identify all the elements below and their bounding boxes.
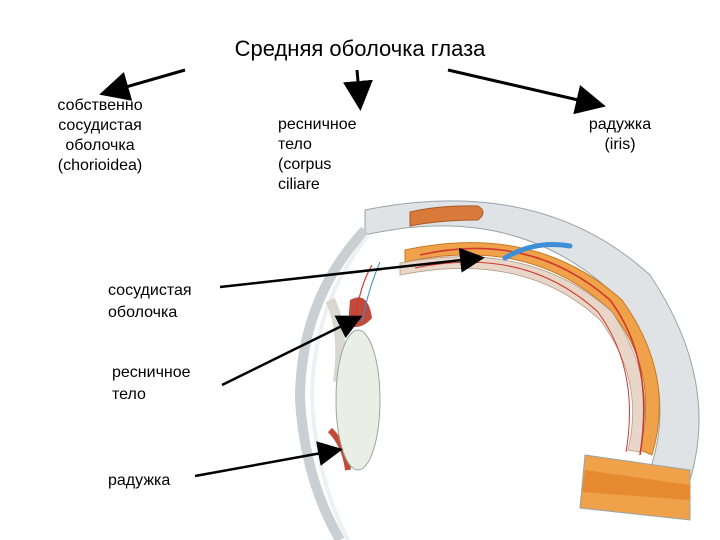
branch-label-ciliary-body: ресничное тело (corpus ciliare [278,116,357,193]
arrow-vascular [219,247,485,289]
ciliary-body [348,297,372,327]
side-arrows [194,247,485,478]
arrow-to-iris [447,68,606,115]
arrow-to-ciliary-body [343,69,373,111]
eye-illustration [294,200,700,540]
lens [335,329,381,471]
arrow-ciliary [221,315,363,387]
branch-label-chorioidea: собственно сосудистая оболочка (chorioid… [57,97,143,174]
title-arrows [99,68,606,115]
side-label-ciliary-body: ресничное тело [112,364,191,403]
arrow-to-chorioidea [99,68,186,101]
side-label-vascular-layer: сосудистая оболочка [108,282,192,321]
branch-label-iris: радужка (iris) [588,116,652,153]
choroid-layer [404,242,660,456]
diagram-title: Средняя оболочка глаза [234,36,486,61]
side-label-iris: радужка [108,472,171,489]
muscle-tendon [409,205,484,227]
arrow-iris [194,441,343,478]
vessel-blue [502,242,573,261]
